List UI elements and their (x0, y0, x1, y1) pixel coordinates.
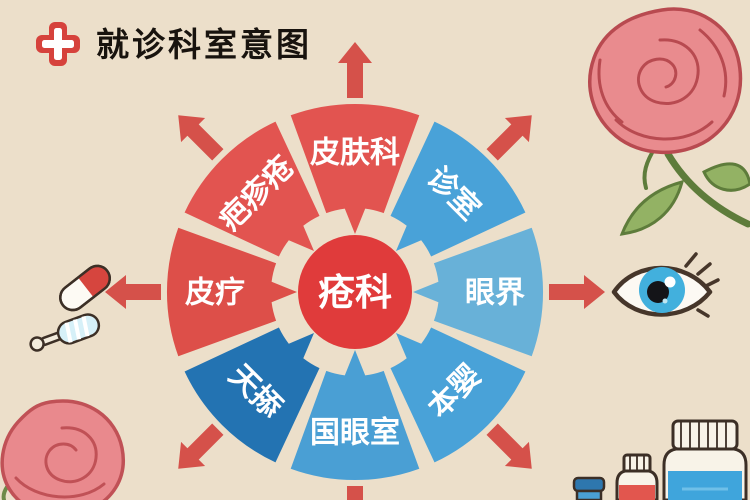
outward-arrow-4 (347, 486, 363, 500)
rose-stem (664, 150, 750, 228)
eyelashes (684, 252, 720, 288)
wheel-segment-label-6: 皮疗 (185, 276, 245, 311)
rose-flower-icon (0, 399, 125, 500)
small-medicine-bottle-icon (615, 453, 659, 500)
rose-petal-line (698, 28, 728, 98)
large-medicine-bottle-icon (662, 419, 748, 500)
wheel-segment-label-2: 眼界 (465, 276, 525, 311)
outward-arrow-6 (105, 275, 161, 309)
wheel-segment-1 (390, 121, 526, 257)
rose-petal-line (14, 476, 106, 499)
wheel-segment-label-0: 皮肤科 (310, 136, 400, 171)
wheel-segment-0 (290, 103, 420, 234)
outward-arrow-3 (486, 423, 532, 469)
wheel-segment-4 (290, 350, 420, 481)
medical-cross-icon (36, 22, 80, 66)
rose-petals (588, 7, 743, 155)
rose-flower-icon (588, 7, 750, 236)
wheel-segment-6 (166, 227, 297, 357)
eye-icon (611, 252, 720, 318)
page-title: 就诊科室意图 (96, 24, 312, 64)
wheel-segment-5 (184, 327, 320, 463)
rose-leaf (702, 162, 750, 192)
medicine-icons (29, 264, 111, 352)
rose-petal-line (597, 58, 624, 124)
eyelash-bottom (696, 308, 710, 318)
outward-arrow-7 (178, 115, 224, 161)
wheel-segment-3 (390, 327, 526, 463)
outward-arrow-2 (549, 275, 605, 309)
rose-leaf (619, 179, 685, 236)
wheel-segment-2 (413, 227, 544, 357)
outward-arrow-5 (178, 423, 224, 469)
rose-petal-line (614, 118, 714, 141)
capsule-pill-icon (59, 264, 111, 312)
header: 就诊科室意图 (34, 20, 312, 68)
syringe-icon (29, 313, 101, 352)
rose-spiral (637, 38, 700, 105)
medicine-jar-icon (572, 476, 606, 500)
rose-spiral (44, 426, 98, 484)
outward-arrow-0 (338, 42, 372, 98)
rose-petals (0, 399, 125, 500)
outward-arrow-1 (486, 115, 532, 161)
medicine-bottles (572, 419, 748, 500)
wheel-segment-7 (184, 121, 320, 257)
wheel-center-circle (298, 235, 412, 349)
wheel-segment-label-4: 国眼室 (310, 416, 400, 451)
wheel-center-label: 疮科 (318, 271, 392, 314)
